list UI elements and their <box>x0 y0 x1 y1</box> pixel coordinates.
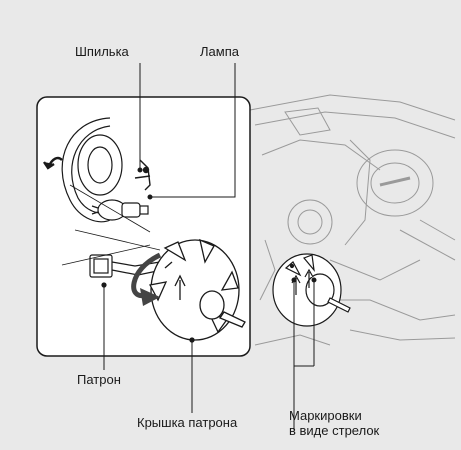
socket-cover-label: Крышка патрона <box>137 415 237 430</box>
pin-label: Шпилька <box>75 44 129 59</box>
lamp-label: Лампа <box>200 44 239 59</box>
socket-label: Патрон <box>77 372 121 387</box>
arrow-markings-label-line2: в виде стрелок <box>289 423 379 438</box>
arrow-markings-label: Маркировки в виде стрелок <box>289 408 379 438</box>
arrow-markings-label-line1: Маркировки <box>289 408 379 423</box>
installed-socket-cover <box>273 254 350 326</box>
